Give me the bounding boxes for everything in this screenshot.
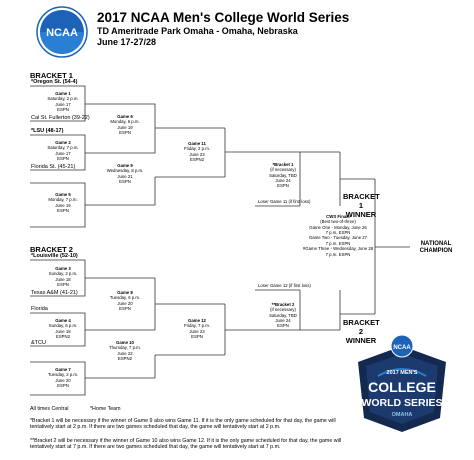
cws-logo: NCAA 2017 MEN'S COLLEGE WORLD SERIES OMA…	[358, 334, 446, 432]
venue: TD Ameritrade Park Omaha - Omaha, Nebras…	[97, 26, 298, 36]
team-florida-st: Florida St. (45-21)	[31, 164, 76, 170]
team-tcu: &TCU	[31, 340, 46, 346]
loser-game-11-note: Loser Game 11 (if first loss)	[258, 199, 311, 204]
team-texas-am: Texas A&M (41-21)	[31, 290, 78, 296]
team-cal-st-fullerton: Cal St. Fullerton (39-22)	[31, 115, 90, 121]
bracket1-winner: BRACKET 1 WINNER	[343, 192, 380, 219]
loser-game-12-note: Loser Game 12 (if first loss)	[258, 283, 311, 288]
times-note: All times Central	[30, 406, 69, 412]
team-louisville: *Louisville (52-10)	[31, 253, 78, 259]
page-title: 2017 NCAA Men's College World Series	[97, 10, 350, 25]
bracket2-footnote: **Bracket 2 will be necessary if the win…	[30, 438, 342, 451]
svg-text:NCAA: NCAA	[46, 27, 78, 39]
national-champion: NATIONAL CHAMPION	[419, 241, 453, 255]
svg-text:NCAA: NCAA	[393, 345, 411, 351]
dates: June 17-27/28	[97, 37, 157, 47]
home-team-note: *Home Team	[90, 406, 121, 412]
team-florida: Florida	[31, 306, 48, 312]
bracket1-footnote: *Bracket 1 will be necessary if the winn…	[30, 418, 336, 431]
bracket2-label: BRACKET 2	[30, 245, 73, 254]
team-lsu: *LSU (48-17)	[31, 128, 64, 134]
cws-finals: CWS Finals (Best two-of-three)Game One -…	[302, 214, 374, 257]
svg-text:WORLD SERIES: WORLD SERIES	[361, 397, 442, 409]
team-oregon-st: *Oregon St. (54-4)	[31, 79, 78, 85]
svg-text:OMAHA: OMAHA	[392, 412, 413, 418]
bracket1-label: BRACKET 1	[30, 71, 73, 80]
svg-text:COLLEGE: COLLEGE	[368, 379, 436, 395]
svg-text:2017 MEN'S: 2017 MEN'S	[387, 370, 418, 376]
bracket2-winner: BRACKET 2 WINNER	[343, 318, 380, 345]
ncaa-logo: NCAA	[36, 6, 88, 58]
